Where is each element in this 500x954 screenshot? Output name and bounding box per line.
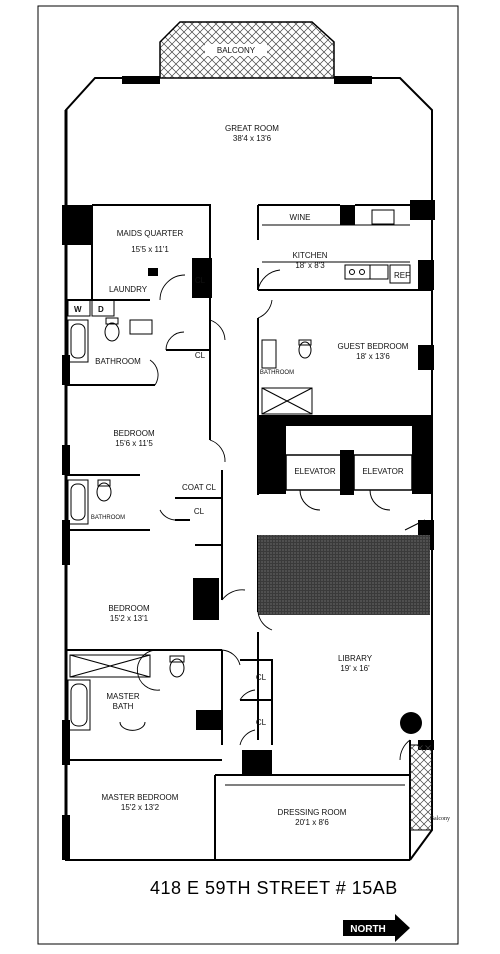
north-arrow-icon <box>343 914 410 942</box>
elevator-shaft <box>285 454 413 511</box>
ref-label: REF <box>394 271 410 280</box>
north-label: NORTH <box>350 924 386 935</box>
round-column <box>400 712 422 734</box>
kitchen-label: KITCHEN <box>292 251 327 260</box>
maids-quarter-dims: 15'5 x 11'1 <box>131 245 169 254</box>
great-room-label: GREAT ROOM <box>225 124 279 133</box>
master-bath-label-1: MASTER <box>106 692 140 701</box>
address-title: 418 E 59TH STREET # 15AB <box>150 878 398 898</box>
elevator-1-label: ELEVATOR <box>294 467 336 476</box>
closet-label-maids: CL <box>195 276 206 285</box>
maids-quarter-label: MAIDS QUARTER <box>117 229 184 238</box>
great-room-dims: 38'4 x 13'6 <box>233 134 272 143</box>
bedroom-2-label: BEDROOM <box>108 604 150 613</box>
elevator-2-label: ELEVATOR <box>362 467 404 476</box>
stairwell <box>258 535 430 615</box>
page-frame <box>37 5 459 945</box>
bedroom-1-label: BEDROOM <box>113 429 155 438</box>
guest-bathroom-label: BATHROOM <box>260 370 294 376</box>
guest-bedroom-dims: 18' x 13'6 <box>356 352 390 361</box>
closet-label-hall: CL <box>195 351 206 360</box>
master-bedroom-label: MASTER BEDROOM <box>102 793 179 802</box>
closet-label-library-1: CL <box>256 673 267 682</box>
kitchen-counters <box>262 224 410 263</box>
kitchen-dims: 18' x 8'3 <box>295 261 325 270</box>
library-label: LIBRARY <box>338 654 373 663</box>
wall-blocks <box>148 205 432 775</box>
coat-closet-label: COAT CL <box>182 483 216 492</box>
balcony-side-label: Balcony <box>430 816 450 822</box>
fixtures <box>67 209 411 786</box>
balcony-top <box>159 21 335 79</box>
master-bath-label-2: BATH <box>113 702 134 711</box>
dryer-label: D <box>98 305 104 314</box>
dressing-room-dims: 20'1 x 8'6 <box>295 818 329 827</box>
closet-label-coat-hall: CL <box>194 507 205 516</box>
bedroom-1-dims: 15'6 x 11'5 <box>115 439 153 448</box>
closet-label-library-2: CL <box>256 718 267 727</box>
laundry-label: LAUNDRY <box>109 285 148 294</box>
door-swings <box>136 269 411 761</box>
bathroom-2-label: BATHROOM <box>91 515 125 521</box>
balcony-side <box>409 744 433 831</box>
dressing-room-label: DRESSING ROOM <box>278 808 347 817</box>
bedroom-2-dims: 15'2 x 13'1 <box>110 614 149 623</box>
balcony-top-label: BALCONY <box>217 46 256 55</box>
master-bedroom-dims: 15'2 x 13'2 <box>121 803 160 812</box>
bathroom-label: BATHROOM <box>95 357 141 366</box>
wine-label: WINE <box>290 213 311 222</box>
library-dims: 19' x 16' <box>340 664 370 673</box>
washer-label: W <box>74 305 82 314</box>
guest-bedroom-label: GUEST BEDROOM <box>338 342 409 351</box>
